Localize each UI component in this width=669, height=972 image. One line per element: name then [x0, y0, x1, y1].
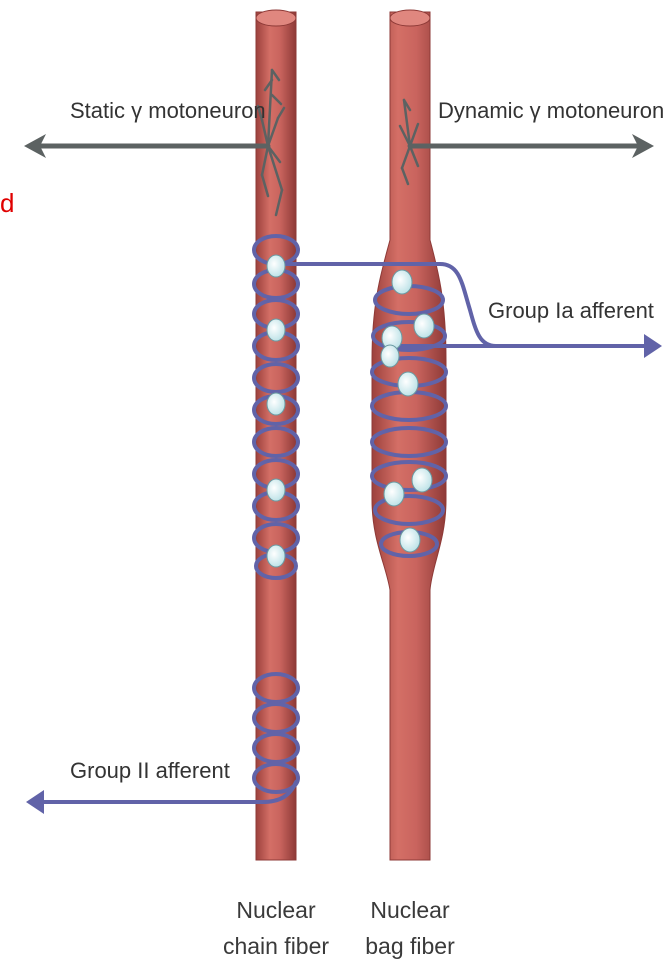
chain-fiber-caption-line2: chain fiber — [223, 933, 329, 959]
chain-fiber-caption-line1: Nuclear — [236, 897, 316, 923]
group-ia-label: Group Ia afferent — [488, 298, 654, 323]
dynamic-motoneuron-label: Dynamic γ motoneuron — [438, 98, 664, 123]
static-motoneuron-label: Static γ motoneuron — [70, 98, 266, 123]
group-ia-arrowhead — [644, 334, 662, 358]
group-ii-label: Group II afferent — [70, 758, 230, 783]
group-ii-arrowhead — [26, 790, 44, 814]
stray-letter: d — [0, 188, 14, 218]
bag-fiber-caption-line1: Nuclear — [370, 897, 450, 923]
bag-fiber-caption-line2: bag fiber — [365, 933, 455, 959]
